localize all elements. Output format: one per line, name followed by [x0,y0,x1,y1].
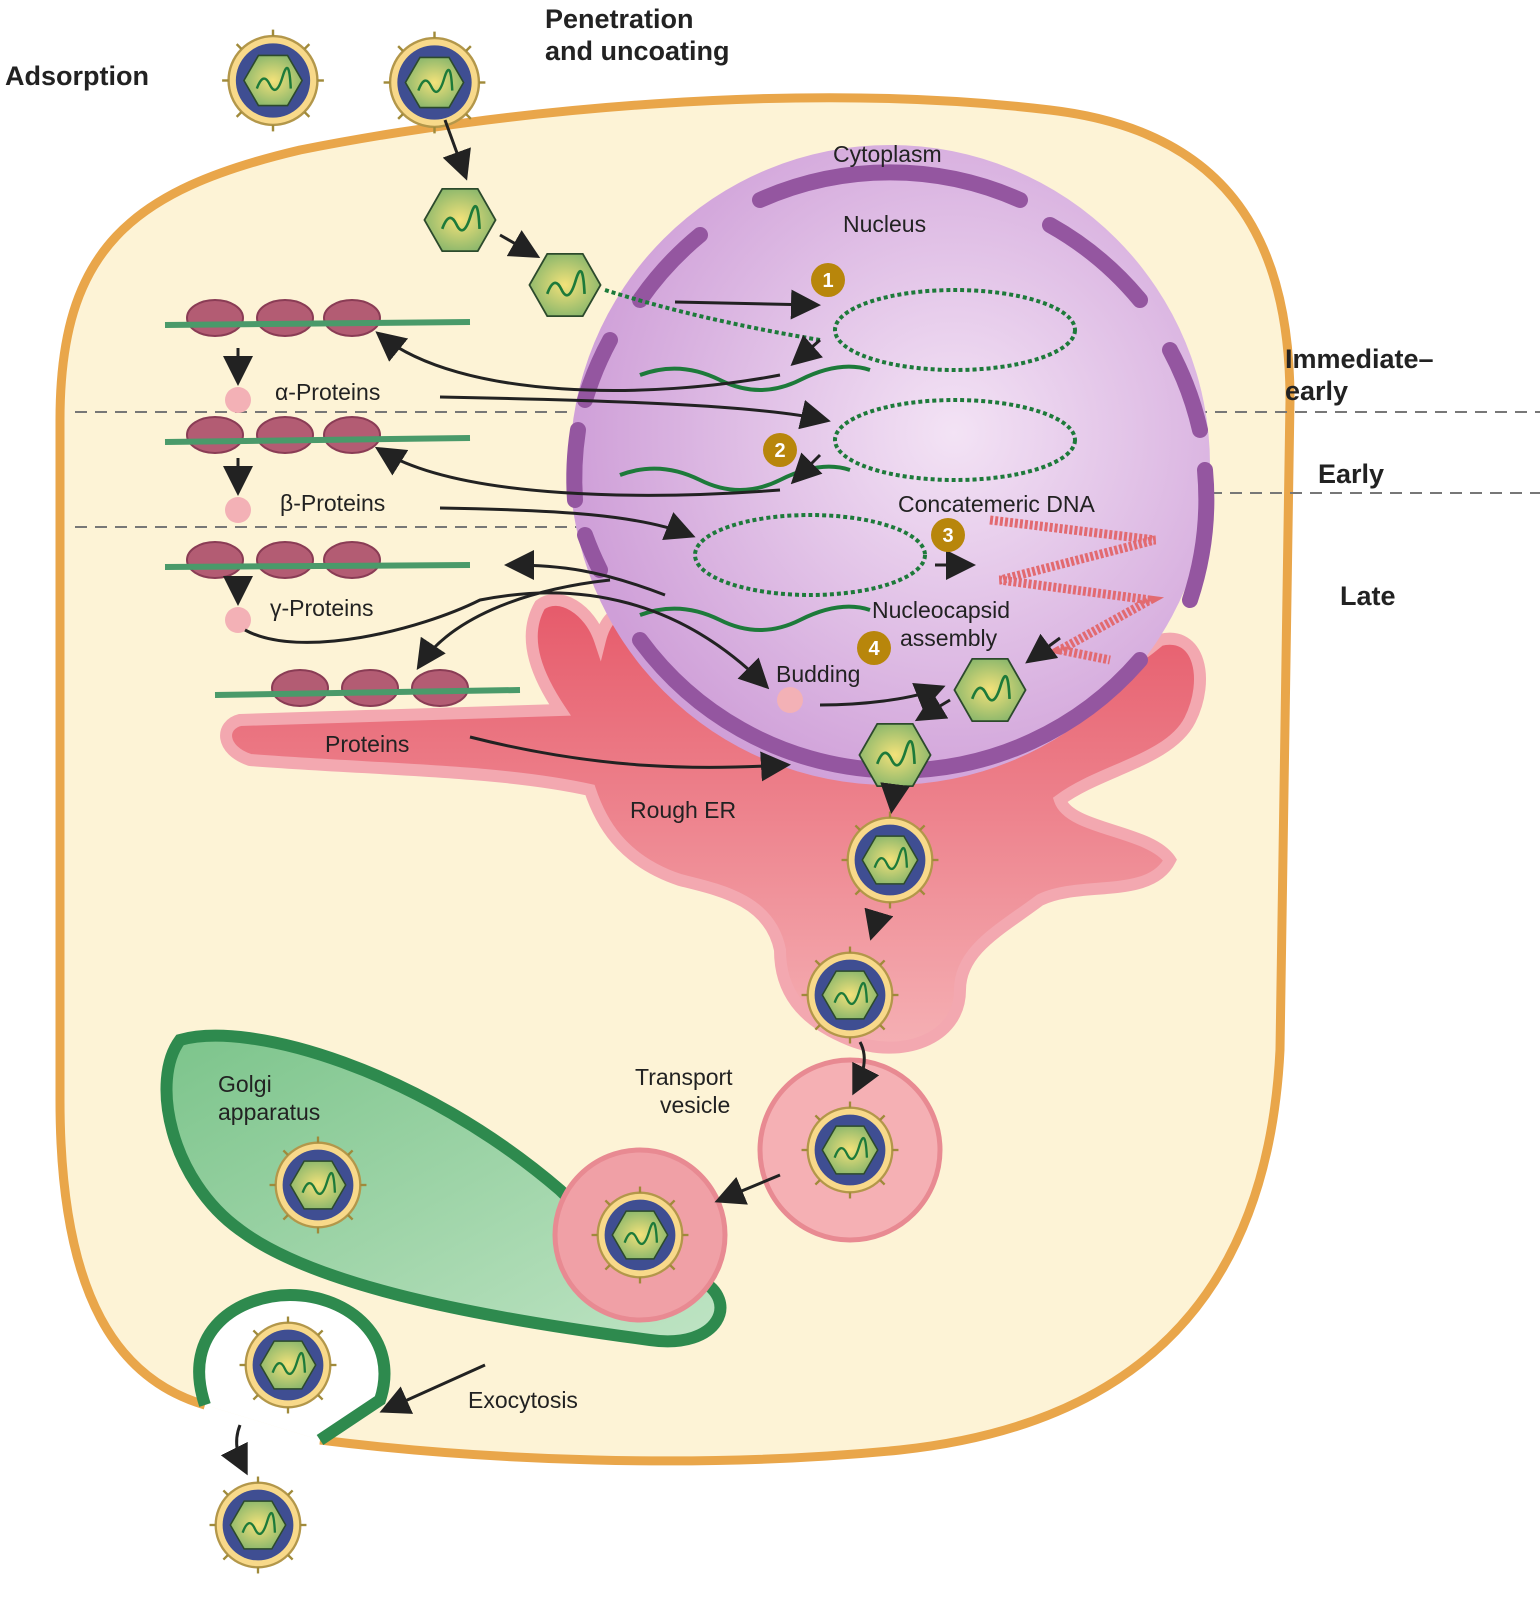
svg-text:2: 2 [774,440,785,462]
label-exocytosis: Exocytosis [468,1387,578,1413]
mrna-strands [164,319,521,698]
label-penetration-2: and uncoating [545,36,730,66]
virion-golgi [268,1135,368,1235]
label-nucleocapsid-1: Nucleocapsid [872,597,1010,623]
label-nucleus: Nucleus [843,211,926,237]
label-immediate-early-2: early [1285,376,1348,406]
step-badge-3: 3 [931,518,965,552]
label-cytoplasm: Cytoplasm [833,141,942,167]
label-rough-er: Rough ER [630,797,736,823]
label-beta-proteins: β-Proteins [280,490,385,516]
step-badge-4: 4 [857,631,891,665]
virion-er-2 [800,945,900,1045]
svg-text:4: 4 [868,638,880,660]
virion-exocytosis [238,1315,338,1415]
label-nucleocapsid-2: assembly [900,625,998,651]
virion-adsorption [220,28,326,133]
label-proteins: Proteins [325,731,409,757]
label-golgi-1: Golgi [218,1071,272,1097]
virion-er-1 [840,810,940,910]
concatemeric-dna [989,515,1165,665]
virion-penetration [382,30,487,135]
label-concatemeric-dna: Concatemeric DNA [898,491,1095,517]
svg-text:3: 3 [942,525,953,547]
virion-released [208,1475,308,1575]
label-alpha-proteins: α-Proteins [275,379,380,405]
label-budding: Budding [776,661,860,687]
virion-transport-vesicle [800,1100,900,1200]
label-transport-1: Transport [635,1064,733,1090]
protein-clumps [225,387,803,713]
label-early: Early [1318,459,1384,489]
label-penetration-1: Penetration [545,4,694,34]
label-adsorption: Adsorption [5,61,149,91]
step-badge-2: 2 [763,433,797,467]
label-transport-2: vesicle [660,1092,730,1118]
label-immediate-early-1: Immediate– [1285,344,1434,374]
svg-text:1: 1 [822,270,833,292]
label-golgi-2: apparatus [218,1099,320,1125]
label-late: Late [1340,581,1396,611]
virion-fusing [590,1185,690,1285]
label-gamma-proteins: γ-Proteins [270,595,374,621]
pathway-arrows [220,119,1061,1476]
step-badge-1: 1 [811,263,845,297]
